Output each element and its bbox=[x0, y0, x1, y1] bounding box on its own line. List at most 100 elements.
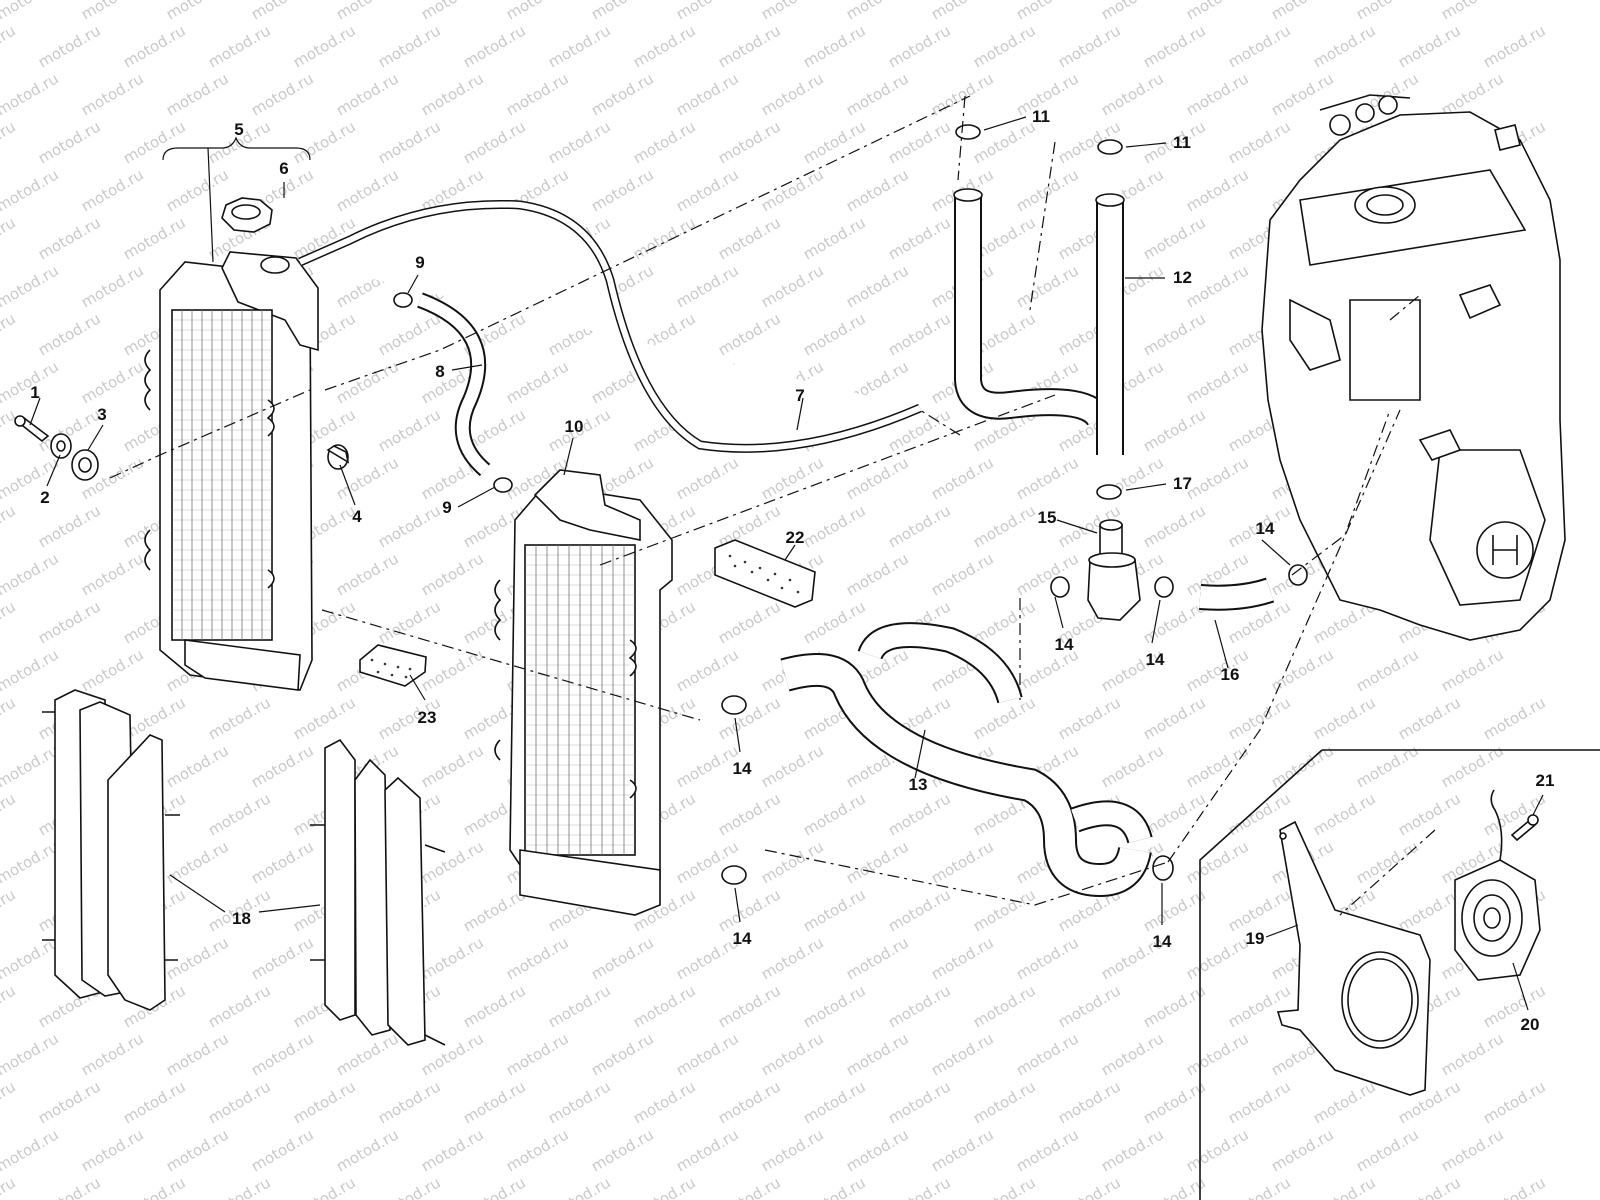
watermark-text: motod.ru bbox=[843, 0, 912, 23]
watermark-text: motod.ru bbox=[1310, 21, 1379, 71]
watermark-text: motod.ru bbox=[1098, 741, 1167, 791]
callout-9b: 9 bbox=[442, 498, 451, 517]
callout-6: 6 bbox=[279, 159, 288, 178]
watermark-text: motod.ru bbox=[0, 501, 19, 551]
watermark-text: motod.ru bbox=[758, 165, 827, 215]
watermark-text: motod.ru bbox=[503, 933, 572, 983]
watermark-text: motod.ru bbox=[120, 1173, 189, 1200]
watermark-text: motod.ru bbox=[1098, 69, 1167, 119]
watermark-text: motod.ru bbox=[1140, 1077, 1209, 1127]
watermark-text: motod.ru bbox=[800, 21, 869, 71]
watermark-text: motod.ru bbox=[375, 501, 444, 551]
watermark-text: motod.ru bbox=[503, 1029, 572, 1079]
watermark-text: motod.ru bbox=[1480, 1077, 1549, 1127]
watermark-text: motod.ru bbox=[1055, 693, 1124, 743]
watermark-text: motod.ru bbox=[843, 837, 912, 887]
watermark-text: motod.ru bbox=[885, 981, 954, 1031]
watermark-text: motod.ru bbox=[715, 213, 784, 263]
watermark-text: motod.ru bbox=[800, 597, 869, 647]
watermark-text: motod.ru bbox=[1055, 981, 1124, 1031]
watermark-text: motod.ru bbox=[1225, 885, 1294, 935]
watermark-text: motod.ru bbox=[290, 693, 359, 743]
watermark-text: motod.ru bbox=[1183, 1125, 1252, 1175]
watermark-text: motod.ru bbox=[588, 933, 657, 983]
watermark-text: motod.ru bbox=[35, 213, 104, 263]
watermark-text: motod.ru bbox=[0, 1077, 19, 1127]
watermark-text: motod.ru bbox=[1438, 645, 1507, 695]
watermark-text: motod.ru bbox=[0, 453, 62, 503]
watermark-text: motod.ru bbox=[1140, 405, 1209, 455]
watermark-text: motod.ru bbox=[928, 837, 997, 887]
watermark-text: motod.ru bbox=[928, 549, 997, 599]
radiator-cap bbox=[221, 197, 273, 233]
watermark-text: motod.ru bbox=[800, 981, 869, 1031]
watermark-text: motod.ru bbox=[970, 21, 1039, 71]
watermark-text: motod.ru bbox=[1183, 453, 1252, 503]
watermark-text: motod.ru bbox=[1183, 933, 1252, 983]
watermark-text: motod.ru bbox=[545, 981, 614, 1031]
watermark-text: motod.ru bbox=[1268, 741, 1337, 791]
watermark-text: motod.ru bbox=[1013, 453, 1082, 503]
watermark-text: motod.ru bbox=[0, 693, 19, 743]
right-radiator bbox=[494, 469, 673, 916]
watermark-text: motod.ru bbox=[0, 405, 19, 455]
watermark-text: motod.ru bbox=[715, 789, 784, 839]
watermark-text: motod.ru bbox=[1140, 1173, 1209, 1200]
watermark-text: motod.ru bbox=[1395, 21, 1464, 71]
watermark-text: motod.ru bbox=[843, 165, 912, 215]
watermark-text: motod.ru bbox=[78, 165, 147, 215]
watermark-text: motod.ru bbox=[375, 1077, 444, 1127]
callout-18a: 18 bbox=[232, 909, 251, 928]
watermark-text: motod.ru bbox=[843, 261, 912, 311]
callout-3: 3 bbox=[97, 405, 106, 424]
watermark-text: motod.ru bbox=[673, 261, 742, 311]
watermark-text: motod.ru bbox=[0, 1125, 62, 1175]
callout-20: 20 bbox=[1521, 1015, 1540, 1034]
watermark-text: motod.ru bbox=[545, 1173, 614, 1200]
watermark-text: motod.ru bbox=[0, 213, 19, 263]
callout-13: 13 bbox=[909, 775, 928, 794]
watermark-text: motod.ru bbox=[715, 117, 784, 167]
watermark-text: motod.ru bbox=[205, 789, 274, 839]
callout-5: 5 bbox=[234, 120, 243, 139]
watermark-text: motod.ru bbox=[885, 309, 954, 359]
watermark-text: motod.ru bbox=[800, 309, 869, 359]
watermark-text: motod.ru bbox=[290, 1077, 359, 1127]
watermark-text: motod.ru bbox=[35, 117, 104, 167]
watermark-text: motod.ru bbox=[970, 1173, 1039, 1200]
watermark-text: motod.ru bbox=[885, 117, 954, 167]
watermark-text: motod.ru bbox=[503, 0, 572, 23]
watermark-text: motod.ru bbox=[630, 1077, 699, 1127]
watermark-text: motod.ru bbox=[1140, 693, 1209, 743]
watermark-text: motod.ru bbox=[630, 21, 699, 71]
watermark-text: motod.ru bbox=[1183, 645, 1252, 695]
watermark-text: motod.ru bbox=[758, 837, 827, 887]
watermark-text: motod.ru bbox=[0, 69, 62, 119]
watermark-text: motod.ru bbox=[205, 693, 274, 743]
watermark-text: motod.ru bbox=[1225, 21, 1294, 71]
watermark-text: motod.ru bbox=[163, 165, 232, 215]
watermark-text: motod.ru bbox=[1055, 21, 1124, 71]
callout-1: 1 bbox=[30, 383, 39, 402]
foam-pads bbox=[359, 539, 816, 687]
watermark-text: motod.ru bbox=[673, 1029, 742, 1079]
watermark-text: motod.ru bbox=[248, 0, 317, 23]
watermark-text: motod.ru bbox=[758, 933, 827, 983]
watermark-text: motod.ru bbox=[800, 1173, 869, 1200]
watermark-text: motod.ru bbox=[885, 1173, 954, 1200]
watermark-text: motod.ru bbox=[843, 453, 912, 503]
watermark-text: motod.ru bbox=[928, 1125, 997, 1175]
callout-12: 12 bbox=[1173, 268, 1192, 287]
watermark-text: motod.ru bbox=[248, 933, 317, 983]
watermark-text: motod.ru bbox=[928, 933, 997, 983]
watermark-text: motod.ru bbox=[205, 21, 274, 71]
watermark-text: motod.ru bbox=[163, 1125, 232, 1175]
watermark-text: motod.ru bbox=[970, 501, 1039, 551]
watermark-text: motod.ru bbox=[333, 1029, 402, 1079]
callout-labels: 1 2 3 4 5 6 7 8 9 9 10 11 11 12 13 14 14… bbox=[30, 107, 1554, 1034]
watermark-text: motod.ru bbox=[248, 837, 317, 887]
watermark-text: motod.ru bbox=[1055, 1077, 1124, 1127]
watermark-text: motod.ru bbox=[78, 357, 147, 407]
watermark-text: motod.ru bbox=[0, 165, 62, 215]
watermark-text: motod.ru bbox=[800, 213, 869, 263]
